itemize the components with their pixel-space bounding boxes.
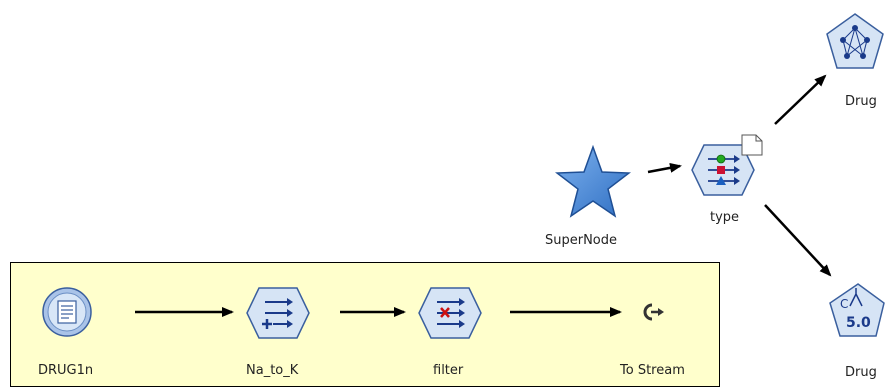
node-to-stream[interactable] bbox=[642, 302, 666, 322]
node-supernode[interactable] bbox=[555, 145, 631, 219]
edge-type-to-drug-bottom bbox=[764, 204, 832, 277]
node-type[interactable] bbox=[690, 133, 764, 201]
edge-supernode-to-type bbox=[647, 162, 682, 174]
node-filter-label: filter bbox=[433, 363, 464, 378]
node-drug1n[interactable] bbox=[41, 286, 93, 338]
node-na_to_k-label: Na_to_K bbox=[246, 363, 299, 378]
c50-model-icon: C 5.0 bbox=[829, 283, 885, 337]
node-na_to_k[interactable] bbox=[245, 286, 311, 340]
neural-net-model-icon bbox=[826, 13, 884, 69]
node-filter[interactable] bbox=[417, 286, 483, 340]
node-drug-bottom-label: Drug bbox=[845, 365, 877, 380]
node-drug-top[interactable] bbox=[825, 12, 886, 88]
svg-text:C: C bbox=[840, 297, 848, 311]
output-connector-icon bbox=[643, 303, 664, 321]
database-source-icon bbox=[42, 287, 92, 337]
edge-type-to-drug-top bbox=[774, 74, 827, 125]
star-supernode-icon bbox=[555, 145, 631, 218]
derive-icon bbox=[246, 287, 310, 339]
type-icon bbox=[691, 134, 763, 196]
node-drug1n-label: DRUG1n bbox=[38, 363, 94, 378]
node-drug-bottom[interactable]: C 5.0 bbox=[828, 282, 886, 342]
node-type-label: type bbox=[710, 210, 740, 225]
supernode-panel bbox=[10, 262, 720, 387]
node-to-stream-label: To Stream bbox=[620, 363, 685, 378]
filter-icon bbox=[418, 287, 482, 339]
node-drug-top-label: Drug bbox=[845, 94, 877, 109]
node-supernode-label: SuperNode bbox=[545, 233, 618, 248]
svg-text:5.0: 5.0 bbox=[846, 315, 871, 331]
